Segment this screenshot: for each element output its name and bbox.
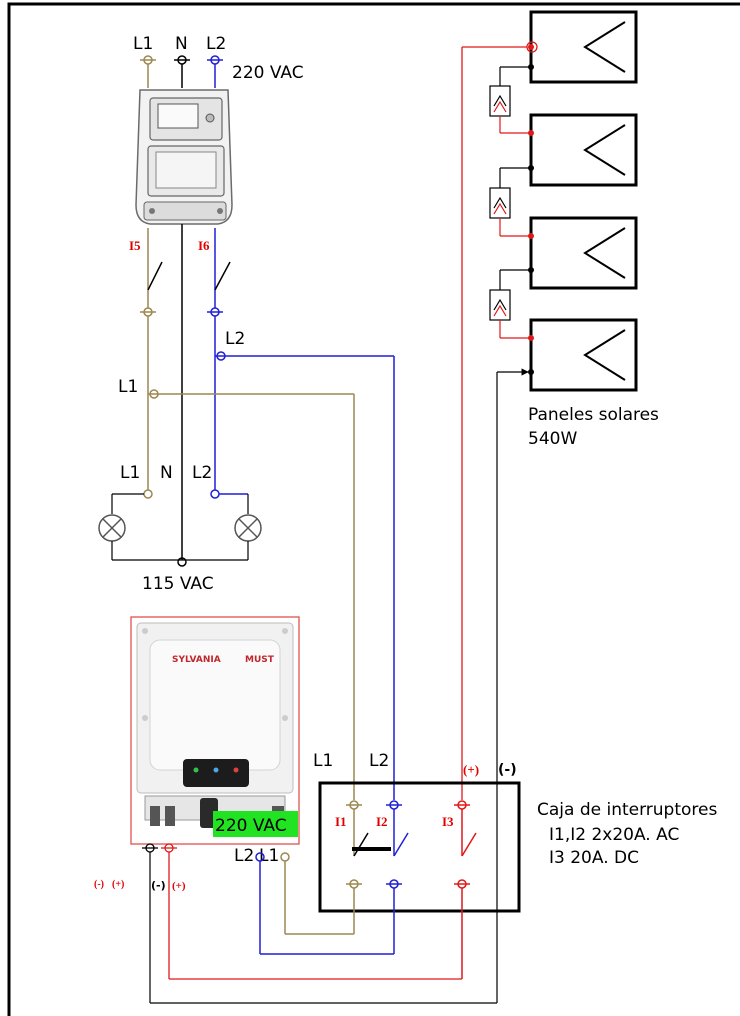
switch-box: [318, 781, 521, 913]
load-l2-label: L2: [192, 463, 212, 483]
box-l2-label: L2: [369, 751, 389, 771]
panels-title: Paneles solares: [528, 405, 659, 425]
inverter-polarity-left-pos: (+): [112, 879, 124, 890]
inverter-polarity-pos: (+): [172, 880, 186, 892]
panels-power: 540W: [528, 429, 577, 449]
load-n-label: N: [160, 463, 173, 483]
load-voltage-label: 115 VAC: [142, 574, 214, 594]
switch-i2: [386, 800, 409, 954]
box-l1-label: L1: [313, 751, 333, 771]
inverter: SYLVANIA MUST: [130, 616, 300, 845]
supply-l1-label: L1: [133, 34, 153, 54]
inverter-polarity-left-neg: (-): [94, 879, 104, 890]
load-l1-label: L1: [120, 463, 140, 483]
box-minus-label: (-): [498, 762, 517, 778]
outer-frame: [7, 2, 740, 1016]
breaker-i5: [140, 254, 163, 490]
inverter-brand: SYLVANIA: [172, 655, 221, 665]
box-description-title: Caja de interruptores: [537, 800, 717, 820]
connector-1-icon: [489, 66, 531, 134]
inverter-brand-2: MUST: [245, 655, 275, 665]
solar-panels: [529, 10, 638, 392]
energy-meter: [135, 89, 233, 225]
inverter-voltage-badge: [213, 811, 298, 837]
connector-3-icon: [489, 269, 531, 339]
box-description-line2: I3 20A. DC: [549, 848, 639, 868]
box-description-line1: I1,I2 2x20A. AC: [549, 825, 679, 845]
inverter-polarity-neg: (-): [151, 879, 166, 892]
supply-terminals: L1 N L2 220 VAC: [133, 34, 304, 88]
tap-l2-label: L2: [225, 329, 245, 349]
switch-i3: [454, 800, 477, 979]
switch-i2-label: I2: [376, 814, 388, 829]
inverter-out-l2-label: L2: [234, 846, 254, 866]
inverter-out-l1-label: L1: [259, 846, 279, 866]
switch-i1-label: I1: [335, 814, 347, 829]
inverter-voltage-badge-text: 220 VAC: [215, 816, 287, 836]
breaker-i6: [207, 254, 231, 490]
supply-voltage-label: 220 VAC: [232, 63, 304, 83]
tap-l1-label: L1: [118, 377, 138, 397]
switch-i3-label: I3: [442, 814, 454, 829]
lamp-right-icon: [234, 514, 262, 542]
breaker-i6-label: I6: [198, 238, 210, 253]
supply-l2-label: L2: [206, 34, 226, 54]
box-plus-label: (+): [463, 762, 479, 777]
switch-i1: [346, 800, 369, 934]
lamp-left-icon: [98, 514, 126, 542]
breaker-i5-label: I5: [129, 238, 141, 253]
connector-2-icon: [489, 167, 531, 237]
supply-n-label: N: [175, 34, 188, 54]
